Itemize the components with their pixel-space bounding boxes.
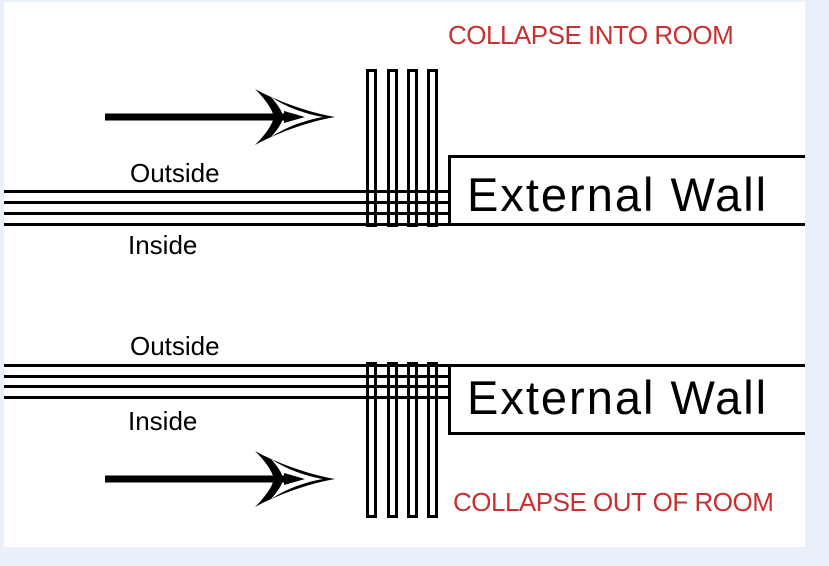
wall-line <box>2 375 448 378</box>
frame-border-bottom <box>0 547 829 566</box>
frame-border-top <box>0 0 829 2</box>
external-wall-label: External Wall <box>467 371 769 424</box>
wall-bar <box>387 362 398 518</box>
wall-line <box>2 201 448 204</box>
frame-border-right <box>805 0 829 566</box>
wall-line <box>2 223 448 226</box>
right-arrow-icon <box>99 87 339 147</box>
wall-line <box>2 212 448 215</box>
outside-label: Outside <box>130 331 220 361</box>
wall-line <box>2 396 448 399</box>
right-arrow-icon <box>99 449 339 509</box>
wall-line <box>2 190 448 193</box>
external-wall-box <box>448 155 809 226</box>
external-wall-box <box>448 364 809 435</box>
wall-bar <box>407 362 418 518</box>
wall-bar <box>427 362 438 518</box>
inside-label: Inside <box>128 406 198 436</box>
frame-border-left <box>0 0 4 566</box>
outside-label: Outside <box>130 158 220 188</box>
collapse-into-room-label: COLLAPSE INTO ROOM <box>448 20 734 50</box>
wall-bar <box>366 362 377 518</box>
external-wall-label: External Wall <box>467 168 769 221</box>
inside-label: Inside <box>128 230 198 260</box>
wall-line <box>2 364 448 367</box>
collapse-out-of-room-label: COLLAPSE OUT OF ROOM <box>453 487 774 517</box>
wall-line <box>2 385 448 388</box>
